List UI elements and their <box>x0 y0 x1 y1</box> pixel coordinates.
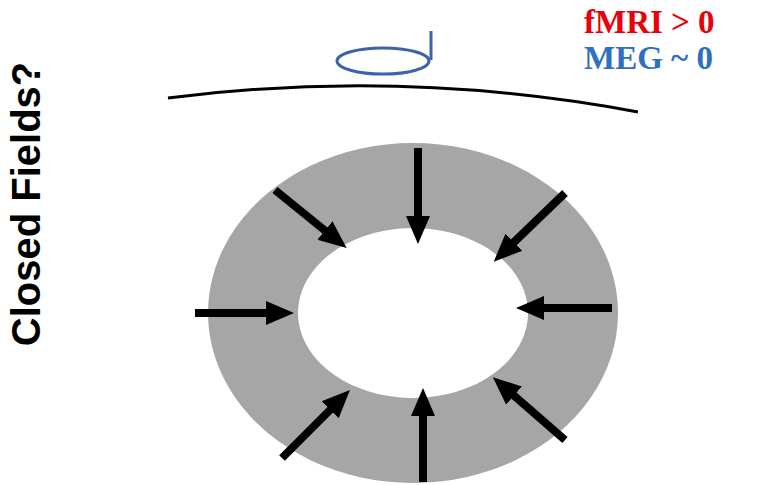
arrow <box>540 304 612 312</box>
arrow <box>511 193 565 245</box>
scalp-arc <box>168 86 638 112</box>
fmri-note: fMRI > 0 <box>584 6 715 39</box>
current-arrows <box>195 148 612 482</box>
arrow <box>511 393 565 440</box>
meg-note: MEG ~ 0 <box>584 42 713 75</box>
coil-lead <box>430 31 433 60</box>
arrow <box>275 190 328 233</box>
arrow <box>419 412 427 482</box>
arrow <box>414 148 422 220</box>
side-heading: Closed Fields? <box>6 62 46 347</box>
arrow <box>282 407 333 458</box>
sensor-coil <box>337 48 429 74</box>
arrow <box>195 309 270 317</box>
